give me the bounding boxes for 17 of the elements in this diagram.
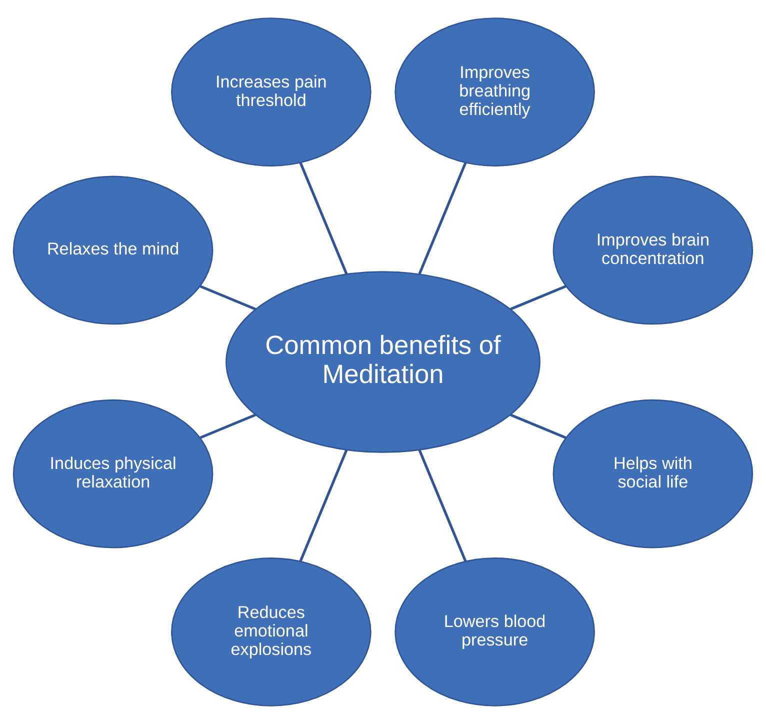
node-ellipse: Reduces emotional explosions [171,557,372,706]
node-ellipse: Improves breathing efficiently [394,17,595,166]
node-ellipse: Induces physical relaxation [12,398,214,548]
connector [418,449,467,562]
connector [418,162,467,274]
node-ellipse: Improves brain concentration [552,175,754,324]
connector [200,413,256,438]
connector [299,449,348,562]
connector [299,162,348,274]
connector [510,413,566,438]
node-ellipse: Lowers blood pressure [394,557,595,706]
node-ellipse: Common benefits of Meditation [226,270,540,452]
node-ellipse: Relaxes the mind [12,175,214,324]
node-ellipse: Increases pain threshold [171,17,372,166]
connector [200,284,256,310]
node-ellipse: Helps with social life [552,398,754,548]
connector [510,284,566,310]
